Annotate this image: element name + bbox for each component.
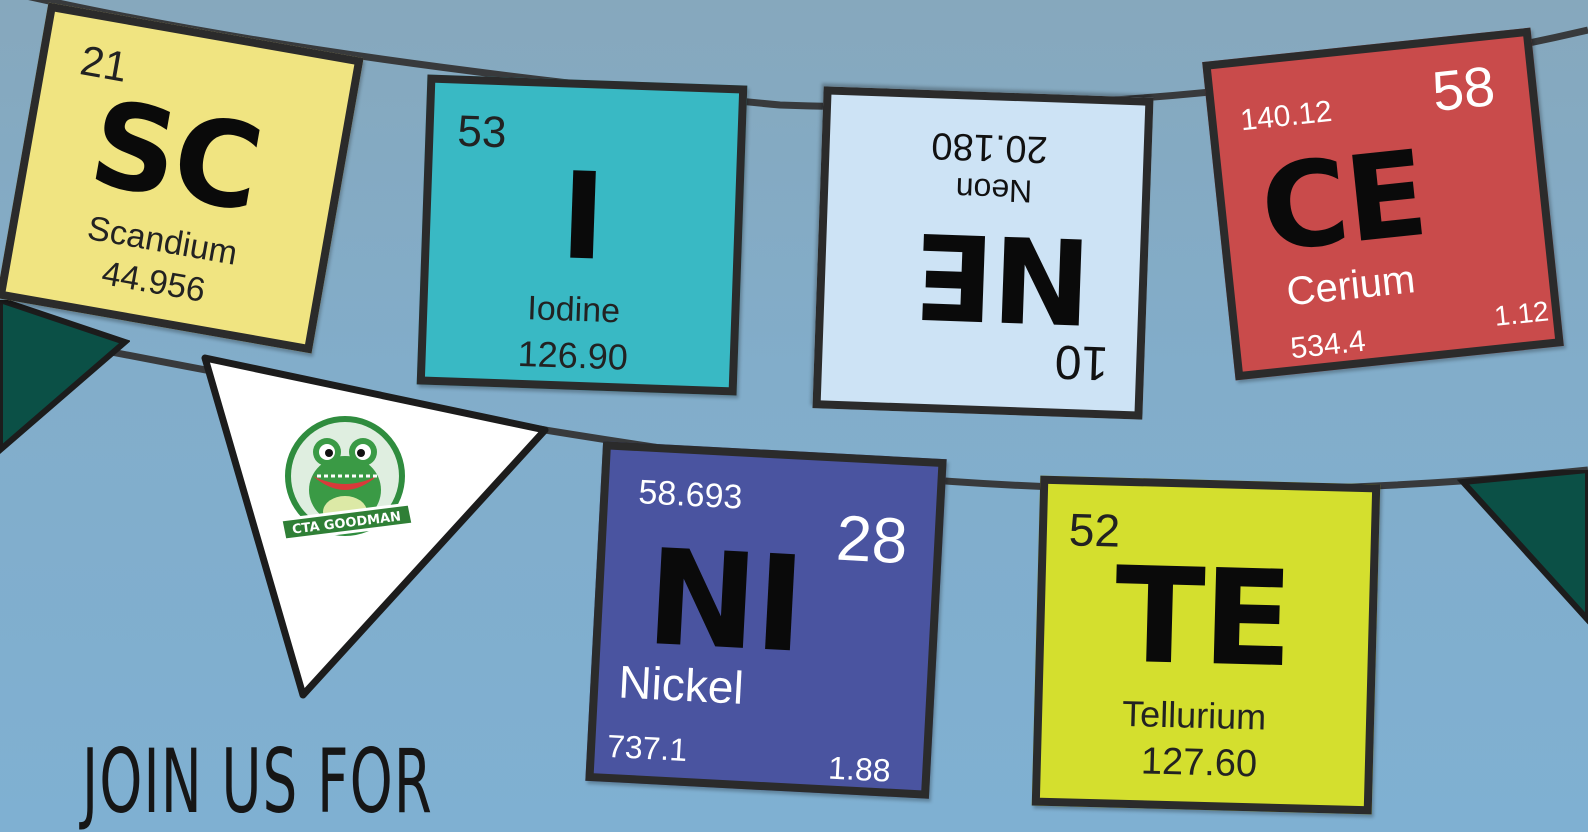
nickel-symbol: NI xyxy=(642,520,807,683)
neon-mass: 20.180 xyxy=(930,124,1049,171)
iodine-name: Iodine xyxy=(526,289,621,331)
cerium-electronegativity: 1.12 xyxy=(1492,295,1551,332)
neon-name: Neon xyxy=(955,171,1033,210)
nickel-name: Nickel xyxy=(617,655,746,714)
cerium-ionization: 534.4 xyxy=(1288,324,1368,366)
card-scandium: 21 SC Scandium 44.956 xyxy=(0,2,364,354)
alligator-mascot-icon: CTA GOODMAN xyxy=(279,412,415,542)
card-cerium: 140.12 58 CE Cerium 534.4 1.12 xyxy=(1202,27,1564,381)
nickel-electronegativity: 1.88 xyxy=(827,749,892,789)
pennant-dark-left xyxy=(0,300,130,454)
nickel-atomic-number: 28 xyxy=(834,501,910,578)
card-tellurium: 52 TE Tellurium 127.60 xyxy=(1031,475,1381,815)
cta-goodman-badge: CTA GOODMAN xyxy=(265,400,425,560)
nickel-ionization: 737.1 xyxy=(606,727,689,769)
tellurium-atomic-number: 52 xyxy=(1068,503,1121,557)
card-neon: 10 NE Neon 20.180 xyxy=(812,86,1154,420)
cerium-mass: 140.12 xyxy=(1238,94,1334,138)
nickel-mass: 58.693 xyxy=(637,473,744,517)
tellurium-symbol: TE xyxy=(1112,538,1293,698)
card-nickel: 58.693 28 NI Nickel 737.1 1.88 xyxy=(585,441,947,799)
card-iodine: 53 I Iodine 126.90 xyxy=(416,74,748,396)
pennant-dark-right xyxy=(1456,470,1588,625)
neon-symbol: NE xyxy=(913,205,1094,350)
cerium-symbol: CE xyxy=(1254,124,1432,279)
iodine-mass: 126.90 xyxy=(517,332,629,378)
iodine-symbol: I xyxy=(558,147,606,288)
tellurium-name: Tellurium xyxy=(1121,692,1267,738)
join-us-tagline: JOIN US FOR xyxy=(82,730,434,832)
iodine-atomic-number: 53 xyxy=(456,106,508,158)
tellurium-mass: 127.60 xyxy=(1140,740,1258,786)
cerium-atomic-number: 58 xyxy=(1429,53,1498,124)
scandium-symbol: SC xyxy=(81,73,271,239)
